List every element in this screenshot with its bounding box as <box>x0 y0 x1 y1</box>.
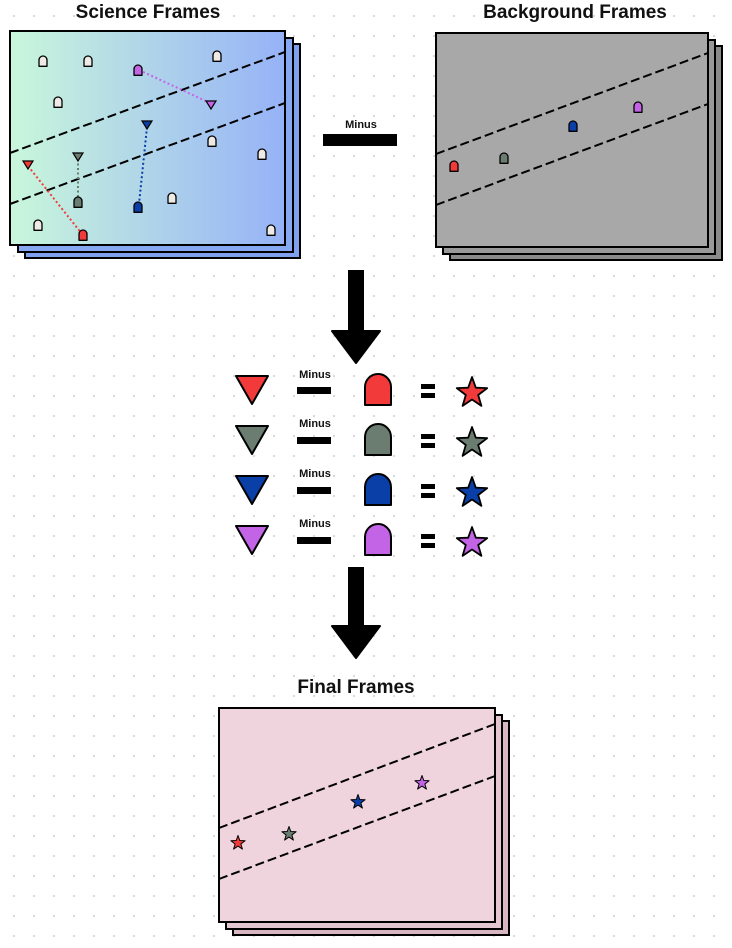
final-gray-star-icon <box>281 826 297 841</box>
gray-arch-marker-icon <box>364 423 392 456</box>
background-frames-title: Background Frames <box>483 2 667 23</box>
white-marker-icon <box>257 148 267 160</box>
minus-bar <box>297 537 331 544</box>
red-down-triangle-icon <box>235 375 269 405</box>
equals-sign <box>421 434 435 448</box>
final-frame-front <box>218 707 496 923</box>
bg-purple-marker-icon <box>633 101 643 113</box>
white-marker-icon <box>53 96 63 108</box>
white-marker-icon <box>167 192 177 204</box>
blue-triangle-icon <box>140 120 154 131</box>
red-triangle-icon <box>21 160 35 171</box>
background-frame-front <box>435 32 709 248</box>
bg-gray-marker-icon <box>499 152 509 164</box>
science-frames-title: Science Frames <box>75 2 221 23</box>
minus-bar <box>297 387 331 394</box>
science-frame-front <box>9 30 286 246</box>
science-frames-stack <box>9 30 301 259</box>
legend-row-blue <box>235 473 489 507</box>
streak-line-upper <box>9 51 286 154</box>
equals-sign <box>421 484 435 498</box>
blue-connector-line <box>138 126 148 205</box>
white-marker-icon <box>33 219 43 231</box>
legend-row-purple <box>235 523 489 557</box>
blue-arch-marker-icon <box>364 473 392 506</box>
purple-triangle-icon <box>204 100 218 111</box>
equals-sign <box>421 534 435 548</box>
white-marker-icon <box>266 224 276 236</box>
purple-marker-icon <box>133 64 143 76</box>
bg-streak-line-upper <box>435 52 709 155</box>
gray-triangle-icon <box>71 152 85 163</box>
gray-marker-icon <box>73 196 83 208</box>
minus-bar <box>297 437 331 444</box>
purple-down-triangle-icon <box>235 525 269 555</box>
red-arch-marker-icon <box>364 373 392 406</box>
white-marker-icon <box>212 50 222 62</box>
red-marker-icon <box>78 229 88 241</box>
gray-down-triangle-icon <box>235 425 269 455</box>
white-marker-icon <box>207 135 217 147</box>
final-purple-star-icon <box>414 775 430 790</box>
minus-label-row-2: Minus <box>299 418 331 430</box>
white-marker-icon <box>38 55 48 67</box>
final-red-star-icon <box>230 835 246 850</box>
minus-label-top: Minus <box>345 119 377 131</box>
minus-bar <box>297 487 331 494</box>
legend-row-red <box>235 373 489 407</box>
minus-label-row-3: Minus <box>299 468 331 480</box>
final-streak-line-lower <box>218 775 496 880</box>
final-streak-line-upper <box>218 723 496 829</box>
equals-sign <box>421 384 435 398</box>
blue-marker-icon <box>133 201 143 213</box>
bg-streak-line-lower <box>435 103 709 206</box>
red-connector-line <box>27 165 83 235</box>
background-frames-stack <box>435 32 723 261</box>
blue-down-triangle-icon <box>235 475 269 505</box>
white-marker-icon <box>83 55 93 67</box>
legend-row-gray <box>235 423 489 457</box>
down-arrow-icon <box>331 567 381 659</box>
minus-bar-top <box>323 134 397 146</box>
minus-label-row-1: Minus <box>299 369 331 381</box>
bg-blue-marker-icon <box>568 120 578 132</box>
legend-rows <box>235 373 489 557</box>
red-star-icon <box>455 376 489 407</box>
final-frames-stack <box>218 707 510 936</box>
minus-label-row-4: Minus <box>299 518 331 530</box>
blue-star-icon <box>455 476 489 507</box>
purple-arch-marker-icon <box>364 523 392 556</box>
down-arrow-icon <box>331 270 381 364</box>
final-frames-title: Final Frames <box>297 677 415 698</box>
purple-star-icon <box>455 526 489 557</box>
streak-line-lower <box>9 102 286 205</box>
bg-red-marker-icon <box>449 160 459 172</box>
gray-star-icon <box>455 426 489 457</box>
final-blue-star-icon <box>350 794 366 809</box>
